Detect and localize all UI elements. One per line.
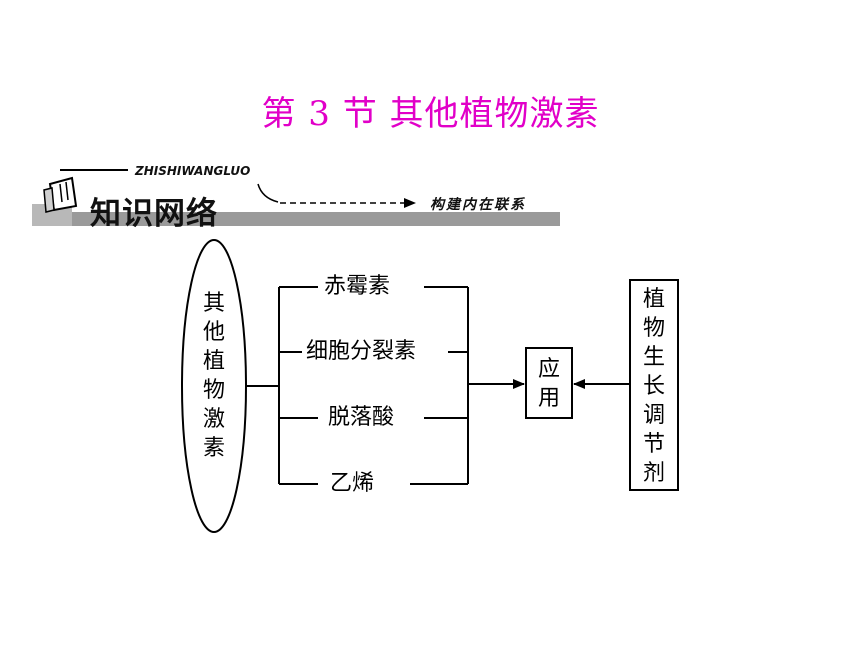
banner-heading: 知识网络	[90, 196, 218, 232]
right-node-label: 植 物 生 长 调 节 剂	[642, 287, 665, 486]
banner-subtitle: 构建内在联系	[430, 197, 526, 213]
right-node-box	[629, 279, 679, 491]
branch-label: 赤霉素	[324, 274, 391, 300]
banner-gray-bar	[32, 212, 560, 226]
banner-graphic	[32, 169, 560, 226]
book-icon	[43, 176, 78, 213]
branch-label: 乙烯	[330, 471, 375, 497]
left-node-label: 其 他 植 物 激 素	[202, 291, 225, 461]
page-title: 第 3 节 其他植物激素	[261, 94, 600, 134]
center-node-label: 应 用	[537, 357, 560, 411]
banner-pinyin: ZHISHIWANGLUO	[135, 164, 251, 178]
section-banner: ZHISHIWANGLUO 知识网络 构建内在联系	[32, 160, 562, 232]
branch-label: 脱落酸	[328, 405, 395, 431]
center-node-box	[525, 347, 573, 419]
branch-label: 细胞分裂素	[306, 339, 417, 365]
